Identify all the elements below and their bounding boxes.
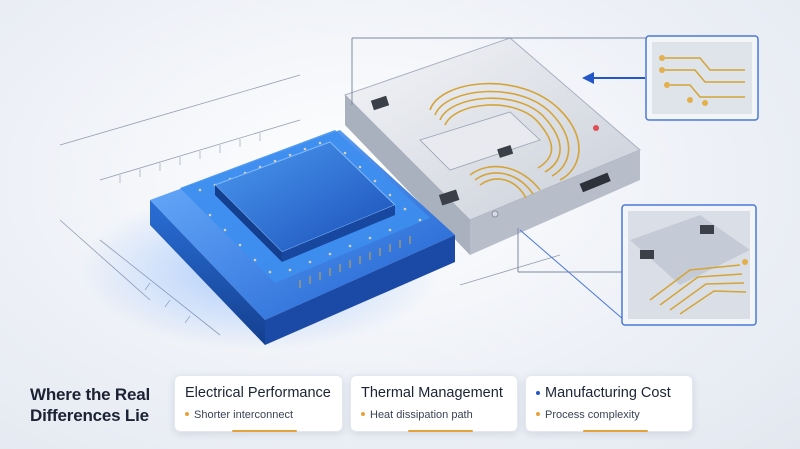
section-heading: Where the Real Differences Lie bbox=[30, 385, 151, 425]
pcb-tray bbox=[344, 37, 641, 255]
accent-bar bbox=[232, 430, 297, 432]
card-title: Thermal Management bbox=[361, 385, 503, 401]
card-title: Electrical Performance bbox=[185, 385, 331, 401]
card-bullet: Heat dissipation path bbox=[361, 409, 473, 421]
card-bullet: Process complexity bbox=[536, 409, 640, 421]
card-manufacturing-cost[interactable]: Manufacturing Cost Process complexity bbox=[525, 375, 693, 432]
accent-bar bbox=[408, 430, 473, 432]
callout-bottom-right bbox=[517, 204, 757, 326]
accent-bar bbox=[583, 430, 648, 432]
card-bullet: Shorter interconnect bbox=[185, 409, 293, 421]
card-electrical-performance[interactable]: Electrical Performance Shorter interconn… bbox=[174, 375, 343, 432]
blue-chip-package bbox=[150, 130, 455, 345]
bullet-dot-icon bbox=[536, 391, 540, 395]
bullet-dot-icon bbox=[185, 412, 189, 416]
card-title: Manufacturing Cost bbox=[536, 385, 671, 401]
callout-top-right bbox=[351, 35, 759, 121]
bullet-dot-icon bbox=[361, 412, 365, 416]
card-thermal-management[interactable]: Thermal Management Heat dissipation path bbox=[350, 375, 518, 432]
bullet-dot-icon bbox=[536, 412, 540, 416]
